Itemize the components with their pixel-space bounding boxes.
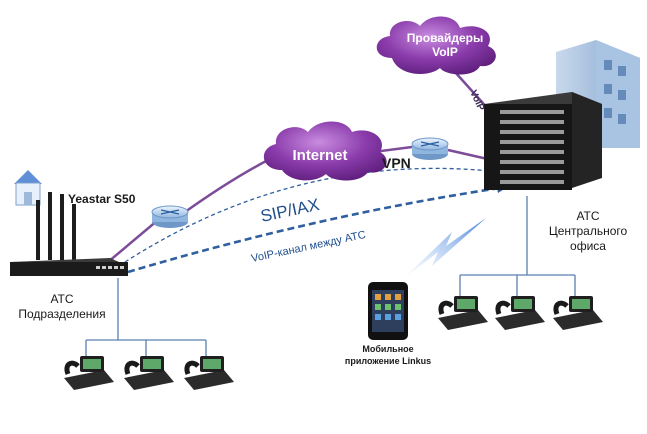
providers-label-line1: Провайдеры	[407, 31, 483, 45]
branch-phone-bus	[85, 278, 207, 358]
branch-pbx-label-line1: АТС	[50, 292, 73, 306]
link-branch-router	[107, 219, 159, 263]
yeastar-s50-device	[10, 192, 128, 276]
smartphone-icon	[368, 282, 408, 340]
providers-cloud	[376, 16, 496, 75]
mobile-app-label-line1: Мобильное	[362, 344, 413, 354]
internet-cloud	[263, 121, 387, 181]
voip-link-label: VoIP	[467, 89, 486, 113]
ip-phone-icon	[495, 296, 545, 330]
dashed-link-upper	[124, 167, 501, 263]
mobile-app-label-line2: приложение Linkus	[345, 356, 431, 366]
ip-phone-icon	[184, 356, 234, 390]
device-name-label: Yeastar S50	[68, 192, 136, 206]
central-pbx-label-line2: Центрального	[549, 224, 628, 238]
link-router-internet	[184, 158, 269, 214]
branch-pbx-label-line2: Подразделения	[18, 307, 105, 321]
sip-iax-label: SIP/IAX	[259, 195, 321, 226]
central-pbx-label-line3: офиса	[570, 239, 606, 253]
central-pbx-label-line1: АТС	[576, 209, 599, 223]
ip-phone-icon	[64, 356, 114, 390]
router-icon	[151, 205, 189, 228]
router-icon	[411, 137, 449, 160]
central-pbx-rack	[484, 92, 602, 190]
ip-phone-icon	[553, 296, 603, 330]
vpn-label: VPN	[382, 155, 411, 171]
ip-phone-icon	[124, 356, 174, 390]
central-phone-bus	[459, 196, 576, 297]
house-icon	[14, 170, 42, 206]
ip-phone-icon	[438, 296, 488, 330]
providers-label-line2: VoIP	[432, 45, 458, 59]
internet-label: Internet	[292, 147, 347, 164]
dashed-link-main	[127, 186, 501, 274]
lightning-icon	[404, 218, 486, 278]
